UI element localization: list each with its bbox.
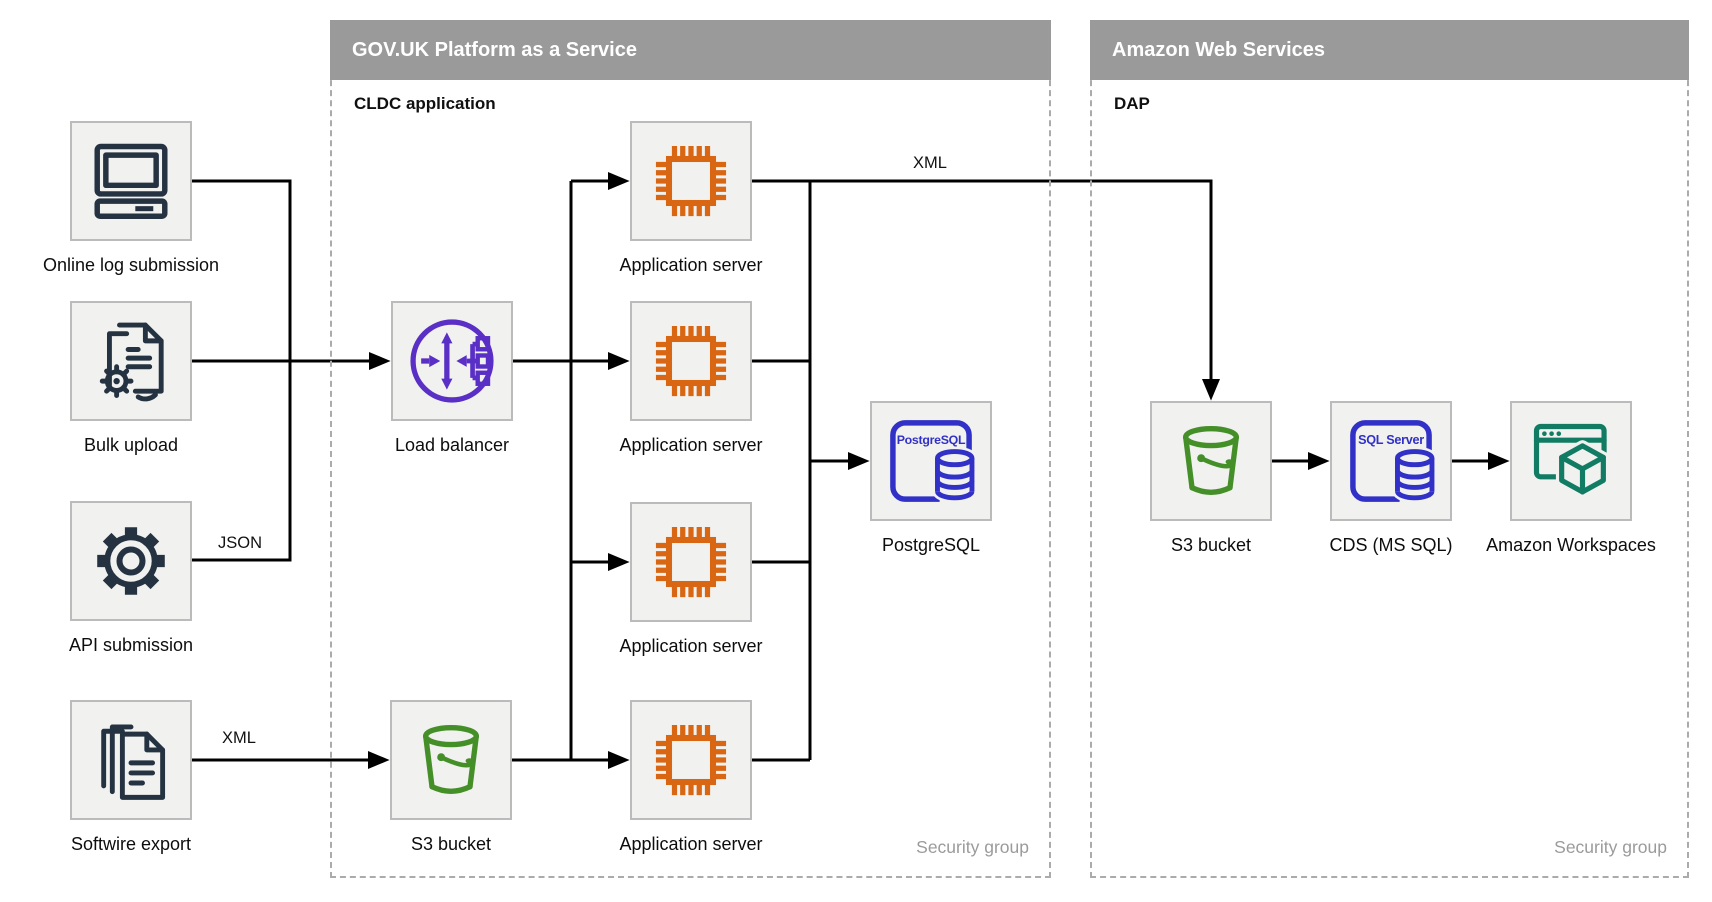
- container-header: GOV.UK Platform as a Service: [330, 20, 1051, 80]
- s3-bucket-icon: [1183, 425, 1239, 495]
- chip-icon: [655, 145, 727, 217]
- node-postgresql[interactable]: PostgreSQL PostgreSQL: [870, 401, 992, 555]
- node-label: API submission: [68, 635, 194, 655]
- postgresql-icon-label: PostgreSQL: [897, 433, 966, 447]
- node-label: S3 bucket: [410, 834, 492, 854]
- application-server-box[interactable]: [630, 121, 752, 241]
- node-softwire-export[interactable]: Softwire export: [70, 700, 192, 854]
- node-label: Softwire export: [70, 834, 192, 854]
- application-server-box[interactable]: [630, 301, 752, 421]
- s3-bucket-paas-box[interactable]: [390, 700, 512, 820]
- node-label: Application server: [619, 636, 763, 656]
- chip-icon: [655, 724, 727, 796]
- node-bulk-upload[interactable]: Bulk upload: [70, 301, 192, 455]
- document-gear-icon: [99, 322, 164, 402]
- workspaces-box[interactable]: [1510, 401, 1632, 521]
- workspaces-icon: [1533, 423, 1610, 498]
- node-application-server-3[interactable]: Application server: [619, 502, 763, 656]
- s3-bucket-icon: [423, 724, 479, 794]
- load-balancer-icon: [410, 319, 494, 403]
- load-balancer-box[interactable]: [391, 301, 513, 421]
- postgresql-icon: PostgreSQL: [890, 420, 977, 503]
- node-cds-mssql[interactable]: SQL Server CDS (MS SQL): [1329, 401, 1453, 555]
- computer-icon: [94, 143, 168, 219]
- softwire-export-box[interactable]: [70, 700, 192, 820]
- sql-server-icon: SQL Server: [1350, 420, 1437, 503]
- node-label: Load balancer: [394, 435, 510, 455]
- node-label: Application server: [619, 435, 763, 455]
- gear-icon: [97, 527, 165, 595]
- node-label: S3 bucket: [1170, 535, 1252, 555]
- node-label: Bulk upload: [83, 435, 179, 455]
- node-application-server-1[interactable]: Application server: [619, 121, 763, 275]
- security-group-label: Security group: [1554, 837, 1667, 857]
- edge-label-json: JSON: [217, 534, 263, 552]
- application-server-box[interactable]: [630, 700, 752, 820]
- container-sublabel: DAP: [1114, 94, 1150, 113]
- document-stack-icon: [101, 724, 166, 800]
- container-govuk-paas: GOV.UK Platform as a Service CLDC applic…: [330, 20, 1051, 878]
- online-log-box[interactable]: [70, 121, 192, 241]
- chip-icon: [655, 325, 727, 397]
- node-label: Amazon Workspaces: [1486, 535, 1656, 555]
- node-application-server-4[interactable]: Application server: [619, 700, 763, 854]
- node-amazon-workspaces[interactable]: Amazon Workspaces: [1486, 401, 1656, 555]
- node-api-submission[interactable]: API submission: [69, 501, 193, 655]
- node-label: PostgreSQL: [881, 535, 981, 555]
- api-submission-box[interactable]: [70, 501, 192, 621]
- container-title: GOV.UK Platform as a Service: [352, 39, 637, 61]
- cds-box[interactable]: SQL Server: [1330, 401, 1452, 521]
- node-label: CDS (MS SQL): [1329, 535, 1453, 555]
- container-title: Amazon Web Services: [1112, 39, 1326, 61]
- node-online-log-submission[interactable]: Online log submission: [43, 121, 219, 275]
- node-application-server-2[interactable]: Application server: [619, 301, 763, 455]
- security-group-label: Security group: [916, 837, 1029, 857]
- node-label: Application server: [619, 834, 763, 854]
- edge-label-xml-export: XML: [222, 729, 256, 747]
- s3-bucket-aws-box[interactable]: [1150, 401, 1272, 521]
- container-header: Amazon Web Services: [1090, 20, 1689, 80]
- application-server-box[interactable]: [630, 502, 752, 622]
- node-s3-bucket-paas[interactable]: S3 bucket: [390, 700, 512, 854]
- container-aws: Amazon Web Services DAP Security group: [1090, 20, 1689, 878]
- postgresql-box[interactable]: PostgreSQL: [870, 401, 992, 521]
- sql-server-icon-label: SQL Server: [1358, 433, 1424, 447]
- bulk-upload-box[interactable]: [70, 301, 192, 421]
- node-label: Application server: [619, 255, 763, 275]
- chip-icon: [655, 526, 727, 598]
- node-s3-bucket-aws[interactable]: S3 bucket: [1150, 401, 1272, 555]
- edge-sources-merge: [192, 179, 292, 562]
- node-load-balancer[interactable]: Load balancer: [391, 301, 513, 455]
- node-label: Online log submission: [42, 255, 220, 275]
- edge-label-xml-transfer: XML: [913, 154, 947, 172]
- container-sublabel: CLDC application: [354, 94, 496, 113]
